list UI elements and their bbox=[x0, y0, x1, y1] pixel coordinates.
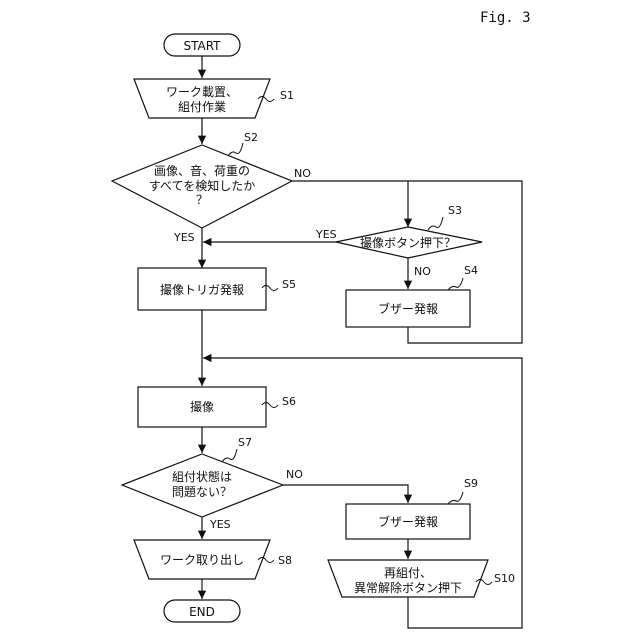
s8-label: ワーク取り出し bbox=[160, 553, 244, 567]
s2-line-1: 画像、音、荷重の bbox=[154, 163, 250, 178]
s1-line-1: ワーク載置、 bbox=[166, 85, 238, 99]
s7-yes-label: YES bbox=[209, 518, 231, 531]
step-label-s10: S10 bbox=[494, 572, 515, 585]
s10-line-1: 再組付、 bbox=[384, 566, 432, 580]
step-label-s1: S1 bbox=[280, 89, 294, 102]
step-s9-buzzer: ブザー発報 bbox=[346, 504, 470, 539]
s7-line-2: 問題ない？ bbox=[172, 485, 232, 499]
s10-line-2: 異常解除ボタン押下 bbox=[354, 580, 462, 595]
step-s1-work-place: ワーク載置、 組付作業 bbox=[134, 79, 270, 118]
s2-callout bbox=[228, 143, 243, 156]
s3-callout bbox=[428, 217, 443, 230]
end-label: END bbox=[189, 605, 215, 619]
start-terminal: START bbox=[164, 34, 240, 56]
s2-no-label: NO bbox=[294, 167, 311, 180]
step-label-s5: S5 bbox=[282, 278, 296, 291]
step-s10-reassemble: 再組付、 異常解除ボタン押下 bbox=[328, 560, 488, 597]
step-s2-detect-decision: 画像、音、荷重の すべてを検知したか ？ bbox=[112, 145, 292, 228]
step-label-s8: S8 bbox=[278, 554, 292, 567]
step-label-s6: S6 bbox=[282, 395, 296, 408]
s2-line-3: ？ bbox=[196, 193, 208, 207]
figure-label: Fig. 3 bbox=[480, 10, 531, 26]
flow-s7-no-to-s9 bbox=[283, 485, 408, 503]
start-label: START bbox=[183, 39, 221, 53]
step-s6-capture: 撮像 bbox=[138, 387, 266, 427]
s9-label: ブザー発報 bbox=[378, 514, 438, 529]
step-s5-capture-trigger: 撮像トリガ発報 bbox=[138, 268, 266, 310]
end-terminal: END bbox=[164, 600, 240, 622]
s3-yes-label: YES bbox=[315, 228, 337, 241]
step-s3-capture-button-decision: 撮像ボタン押下？ bbox=[336, 227, 482, 258]
step-label-s4: S4 bbox=[464, 264, 478, 277]
s7-callout bbox=[222, 449, 237, 462]
step-s8-work-remove: ワーク取り出し bbox=[134, 540, 270, 579]
step-label-s7: S7 bbox=[238, 436, 252, 449]
step-label-s2: S2 bbox=[244, 131, 258, 144]
step-label-s9: S9 bbox=[464, 477, 478, 490]
step-label-s3: S3 bbox=[448, 204, 462, 217]
s5-label: 撮像トリガ発報 bbox=[160, 283, 244, 297]
s2-yes-label: YES bbox=[173, 231, 195, 244]
s3-no-label: NO bbox=[414, 265, 431, 278]
s2-line-2: すべてを検知したか bbox=[149, 179, 255, 193]
step-s4-buzzer: ブザー発報 bbox=[346, 290, 470, 327]
s1-line-2: 組付作業 bbox=[178, 100, 226, 114]
s4-callout bbox=[448, 278, 463, 290]
s3-label: 撮像ボタン押下？ bbox=[360, 236, 456, 250]
s9-callout bbox=[448, 492, 463, 504]
s7-no-label: NO bbox=[286, 468, 303, 481]
s7-line-1: 組付状態は bbox=[172, 469, 232, 484]
s6-label: 撮像 bbox=[190, 400, 214, 414]
step-s7-assembly-decision: 組付状態は 問題ない？ bbox=[122, 454, 283, 517]
s4-label: ブザー発報 bbox=[378, 301, 438, 316]
